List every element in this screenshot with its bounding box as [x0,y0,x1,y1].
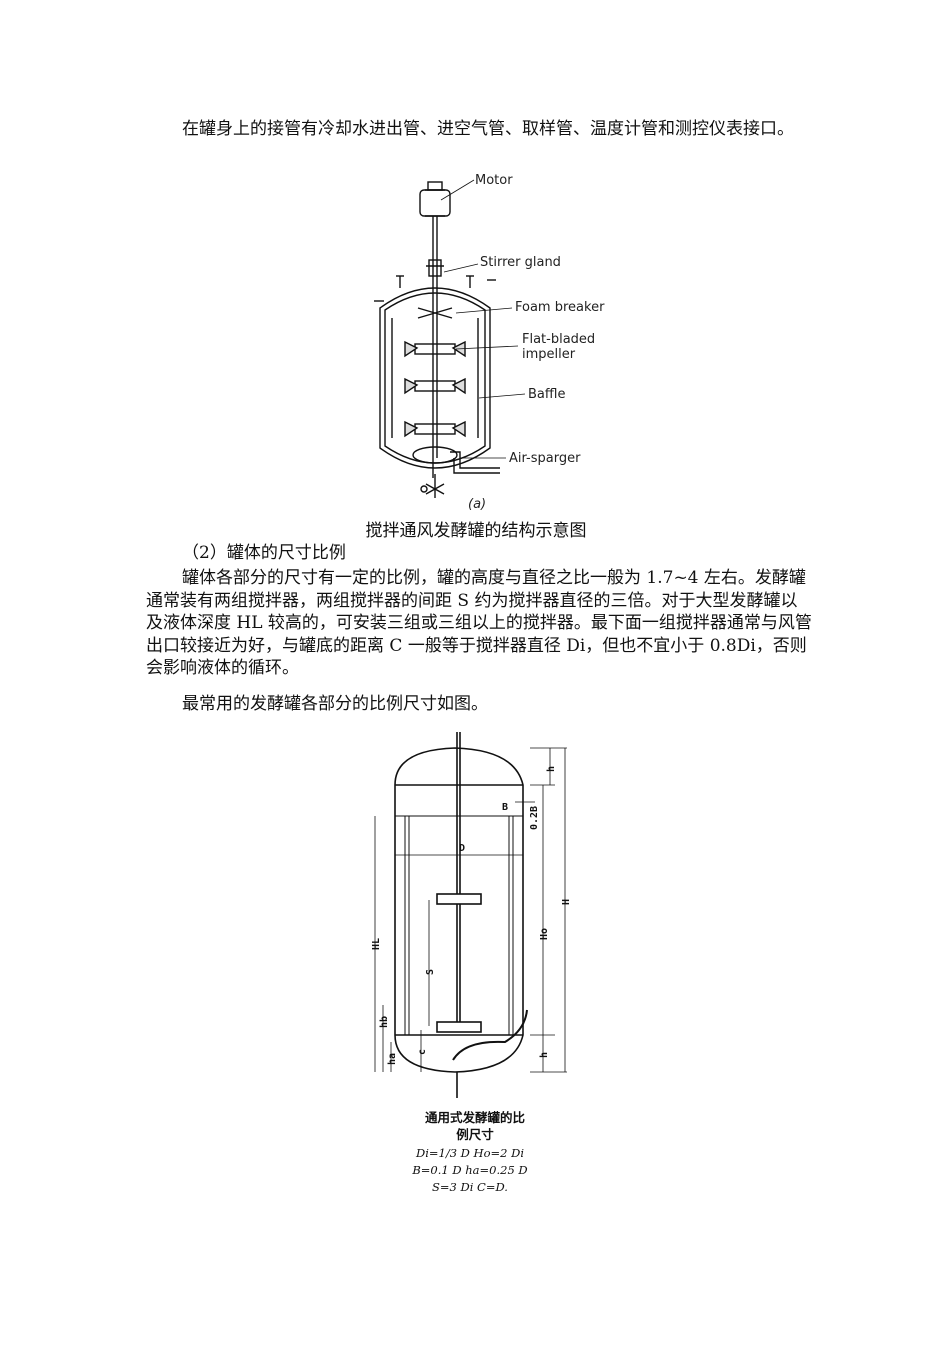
dim-label-cylinder-height: Ho [539,928,550,940]
figure2-caption-line2: 例尺寸 [456,1127,494,1142]
paragraph-figure-intro: 最常用的发酵罐各部分的比例尺寸如图。 [182,694,488,714]
figure2-caption-line1: 通用式发酵罐的比 [424,1110,525,1125]
formula-line3: S=3 Di C=D. [432,1180,508,1194]
label-stirrer-gland: Stirrer gland [480,255,561,270]
formula-line1: Di=1/3 D Ho=2 Di [415,1146,525,1160]
dim-label-impeller-spacing: S [425,969,436,975]
label-subfigure: (a) [468,497,486,512]
figure1-caption: 搅拌通风发酵罐的结构示意图 [365,521,587,541]
dim-label-head-height-bottom: h [539,1052,550,1058]
label-impeller-line1: Flat-bladed [522,332,595,347]
formula-line2: B=0.1 D ha=0.25 D [412,1163,528,1177]
dim-label-clearance: c [417,1049,428,1055]
label-motor: Motor [475,173,513,188]
dim-label-baffle-gap: 0.2B [529,806,540,830]
label-impeller-line2: impeller [522,347,576,362]
dim-label-ha: ha [387,1053,398,1065]
section-heading: （2）罐体的尺寸比例 [182,543,346,563]
paragraph-tank-pipes: 在罐身上的接管有冷却水进出管、进空气管、取样管、温度计管和测控仪表接口。 [182,119,794,139]
dim-label-diameter: D [459,843,465,854]
label-air-sparger: Air-sparger [509,451,581,466]
dim-label-baffle-width: B [502,802,508,813]
label-baffle: Baffle [528,387,565,402]
dim-label-head-height-top: h [546,766,557,772]
dim-label-liquid-height: HL [371,938,382,950]
fermenter-proportion-diagram: B 0.2B D H Ho HL S hb ha c h h [371,732,572,1098]
fermenter-structure-diagram: Motor Stirrer gland Foam breaker Flat-bl… [374,173,605,512]
paragraph-tank-ratios: 罐体各部分的尺寸有一定的比例，罐的高度与直径之比一般为 1.7~4 左右。发酵罐… [146,568,812,678]
label-foam-breaker: Foam breaker [515,300,605,315]
dim-label-hb: hb [379,1016,390,1028]
dim-label-total-height: H [561,899,572,905]
